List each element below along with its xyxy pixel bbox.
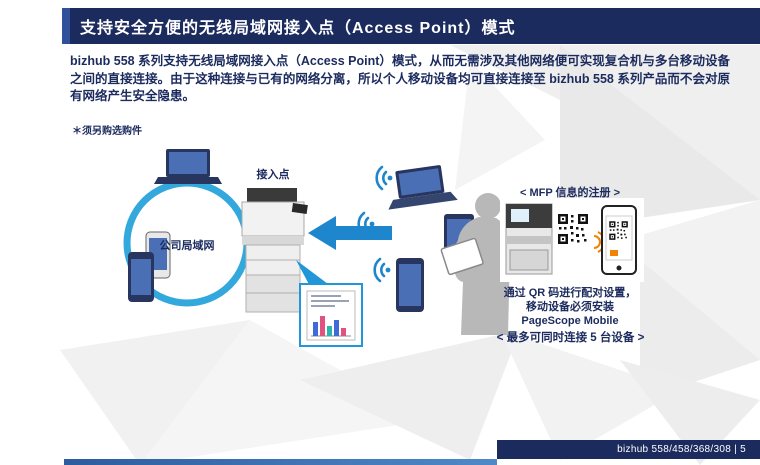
smartphone-right-icon [396, 258, 424, 312]
registration-phone-icon [601, 205, 637, 275]
mfp-registration-title: < MFP 信息的注册 > [519, 187, 621, 199]
connection-arrow-icon [308, 216, 392, 250]
qr-instruction-line2: 移动设备必须安装 [526, 301, 614, 313]
laptop-right-icon [388, 165, 458, 210]
max-devices-label: < 最多可同时连接 5 台设备 > [496, 332, 645, 344]
company-lan-label: 公司局域网 [159, 240, 215, 252]
panel-mfp-icon [505, 203, 553, 275]
header-accent [62, 8, 70, 44]
wifi-icon [357, 211, 376, 237]
bottom-strip [64, 459, 497, 465]
qr-instruction-line3: PageScope Mobile [521, 315, 619, 327]
body-paragraph: bizhub 558 系列支持无线局域网接入点（Access Point）模式，… [70, 54, 730, 103]
laptop-left-icon [154, 149, 222, 184]
footer-bar: bizhub 558/458/368/308 | 5 [497, 440, 760, 459]
option-note: ＊须另购选购件 [72, 126, 142, 137]
mfp-icon [241, 188, 308, 313]
section-header: 支持安全方便的无线局域网接入点（Access Point）模式 [62, 8, 760, 44]
qr-code-icon [556, 212, 590, 246]
footer-page-label: bizhub 558/458/368/308 | 5 [617, 444, 746, 455]
access-point-label: 接入点 [256, 169, 290, 181]
mini-bar-chart [311, 316, 351, 337]
pairing-signal-icon [593, 231, 606, 253]
wifi-icon [373, 257, 392, 283]
held-tablet-icon [440, 237, 484, 276]
page-title: 支持安全方便的无线局域网接入点（Access Point）模式 [80, 20, 516, 37]
registration-panel [500, 198, 644, 282]
wifi-icon [375, 165, 394, 191]
chart-popup [296, 260, 363, 347]
qr-instruction-line1: 通过 QR 码进行配对设置， [503, 287, 637, 299]
tablet-icon [444, 214, 474, 262]
qr-instructions: 通过 QR 码进行配对设置， 移动设备必须安装 PageScope Mobile [490, 286, 650, 328]
